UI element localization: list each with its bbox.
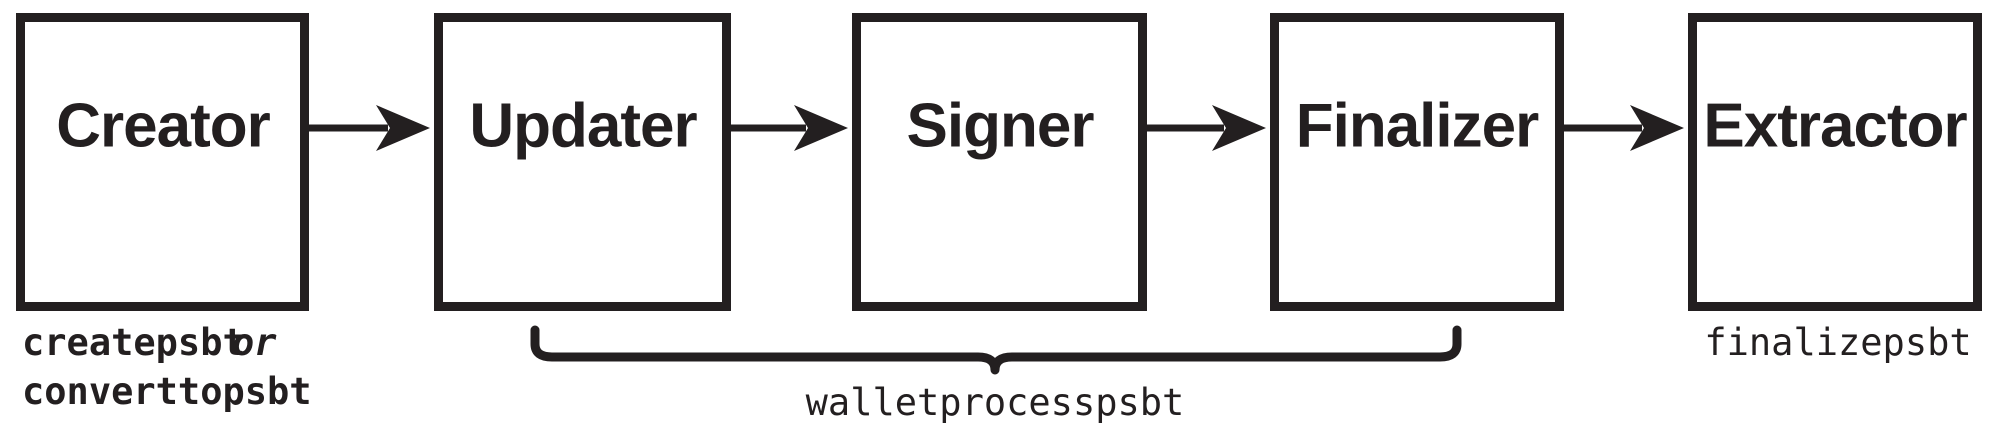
stage-box-updater[interactable] — [434, 13, 731, 311]
stage-boxes: Creator Updater Signer Finalizer Extract… — [16, 13, 1982, 311]
stage-box-creator[interactable] — [16, 13, 309, 311]
command-annotations: createpsbt or converttopsbt walletproces… — [22, 321, 1972, 424]
creator-command-or: or — [232, 321, 277, 364]
flow-arrow-finalizer-to-extractor — [1564, 105, 1684, 151]
grouping-brace — [530, 325, 1462, 375]
creator-command-line1: createpsbt — [22, 321, 245, 364]
flow-arrow-updater-to-signer — [731, 105, 848, 151]
creator-command-line2: converttopsbt — [22, 370, 312, 413]
stage-label-extractor: Extractor — [1703, 91, 1967, 160]
stage-label-updater: Updater — [469, 91, 697, 160]
stage-label-creator: Creator — [56, 91, 270, 160]
brace-command-label: walletprocesspsbt — [806, 381, 1185, 424]
flow-arrow-signer-to-finalizer — [1147, 105, 1266, 151]
stage-box-extractor[interactable] — [1688, 13, 1982, 311]
stage-label-finalizer: Finalizer — [1296, 91, 1539, 160]
extractor-command-label: finalizepsbt — [1704, 321, 1971, 364]
creator-command-label: createpsbt or converttopsbt — [22, 321, 312, 413]
flow-arrows — [309, 105, 1684, 151]
stage-box-finalizer[interactable] — [1270, 13, 1564, 311]
flow-arrow-creator-to-updater — [309, 105, 430, 151]
stage-label-signer: Signer — [907, 91, 1095, 160]
stage-box-signer[interactable] — [852, 13, 1147, 311]
